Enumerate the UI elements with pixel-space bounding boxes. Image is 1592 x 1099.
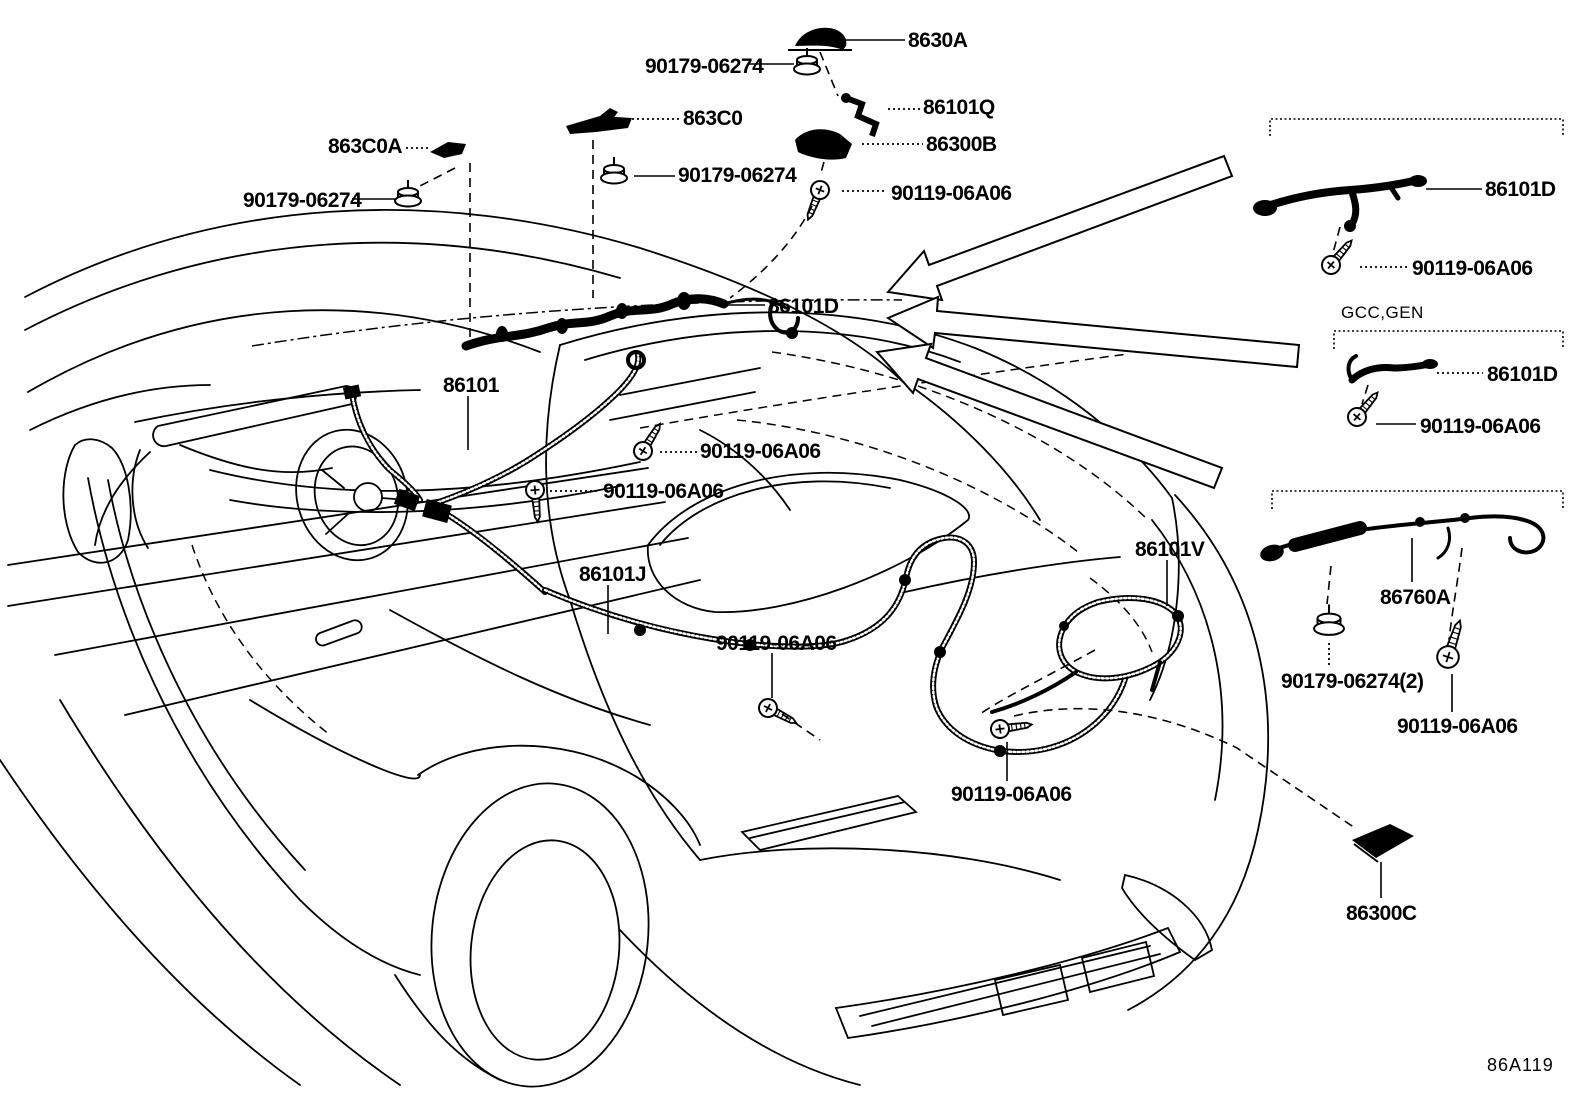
part-label-86300B: 86300B [926,133,997,156]
part-label-90119-06A06-c4: 90119-06A06 [951,783,1072,806]
harness-86101J [545,537,1126,757]
section-brackets [1270,119,1563,509]
harness-86101 [342,352,644,592]
part-label-86760A: 86760A [1380,586,1451,609]
part-label-8630A: 8630A [908,29,968,52]
part-label-86101J: 86101J [579,563,647,586]
part-863C0A-antenna [430,142,466,158]
figure-code: 86A119 [1487,1055,1554,1075]
part-label-90179-06274-left: 90179-06274 [243,189,362,212]
part-label-86101D-center: 86101D [768,295,839,318]
leader-lines-solid [352,40,1482,898]
part-8630A-antenna [788,27,852,50]
part-86101D-r1-harness [1253,175,1427,232]
part-86300C-amplifier [1352,824,1414,862]
part-label-86300C: 86300C [1346,902,1417,925]
part-label-90119-06A06-c1: 90119-06A06 [700,440,821,463]
part-label-90119-06A06-r3: 90119-06A06 [1397,715,1518,738]
reference-dashed-lines [420,52,1462,828]
part-label-90119-06A06-c3: 90119-06A06 [716,632,837,655]
part-label-863C0: 863C0 [683,107,743,130]
part-label-90179-06274-2: 90179-06274(2) [1281,670,1424,693]
direction-arrow-icons [877,156,1299,488]
part-label-86101: 86101 [443,374,499,397]
part-label-90179-06274-mid: 90179-06274 [678,164,797,187]
harness-86101D-center [466,292,798,346]
region-note-gcc-gen: GCC,GEN [1341,303,1424,322]
leader-lines-dotted [406,109,1483,666]
part-label-86101D-r2: 86101D [1487,363,1558,386]
part-label-90119-06A06-r2: 90119-06A06 [1420,415,1541,438]
part-label-86101D-r1: 86101D [1485,178,1556,201]
part-label-90119-06A06-r1: 90119-06A06 [1412,257,1533,280]
construction-dashed-lines [192,300,1152,735]
part-label-90119-06A06-top: 90119-06A06 [891,182,1012,205]
part-label-86101V: 86101V [1135,538,1205,561]
part-label-86101Q: 86101Q [923,96,995,119]
part-label-863C0A: 863C0A [328,135,403,158]
part-86101D-r2-harness [1349,356,1438,380]
part-label-90179-06274-top: 90179-06274 [645,55,764,78]
part-86760A-antenna-cord [1260,513,1543,562]
part-86300B-amplifier [795,129,852,160]
part-863C0-antenna [566,108,632,134]
harness-86101V [992,598,1184,712]
part-label-90119-06A06-c2: 90119-06A06 [603,480,724,503]
part-86101Q-bracket [841,93,876,136]
